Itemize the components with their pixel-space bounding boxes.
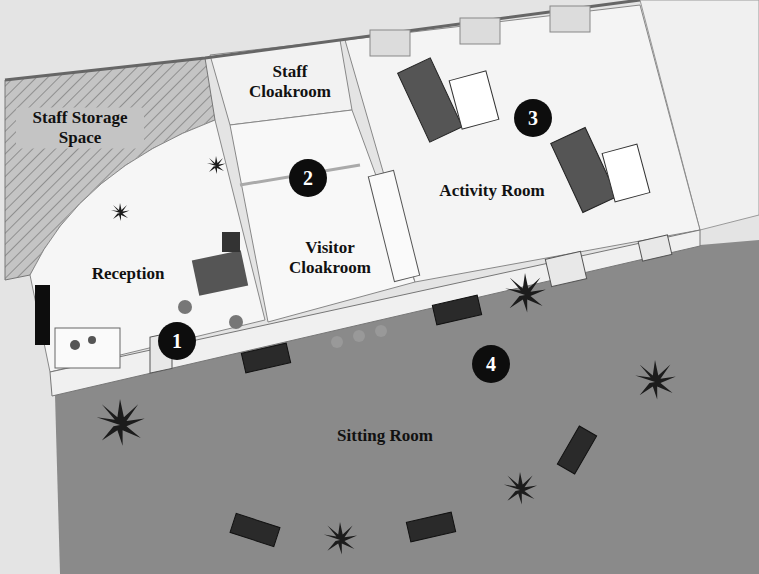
pot [375,325,387,337]
room-label: Reception [73,264,183,284]
plant [111,203,130,221]
panel-grid [398,58,650,213]
room-label: Staff Storage Space [16,107,144,148]
plant [324,522,357,554]
callout-number: 3 [514,99,552,137]
plant [207,156,226,174]
item [88,336,96,344]
room-label: Sitting Room [320,426,450,446]
room-label: Visitor Cloakroom [284,238,376,277]
room-label: Activity Room [427,181,557,201]
desk [192,250,248,296]
front-wall [50,230,700,396]
callout-number: 4 [472,345,510,383]
bench [230,295,597,547]
panel [35,285,50,345]
chair [222,232,240,252]
counter [55,328,120,368]
callout-number: 1 [158,322,196,360]
callout-number: 2 [289,159,327,197]
room-label: Staff Cloakroom [240,62,340,101]
bench [368,170,419,281]
activity-room-floor [345,5,700,282]
plant [504,472,537,504]
pot [353,330,365,342]
plant [635,360,676,400]
chair [229,315,243,329]
item [70,340,80,350]
chair [178,300,192,314]
window [370,6,590,56]
plant [505,273,546,313]
pot [331,336,343,348]
wall-edge [5,0,640,80]
plant [97,399,145,446]
